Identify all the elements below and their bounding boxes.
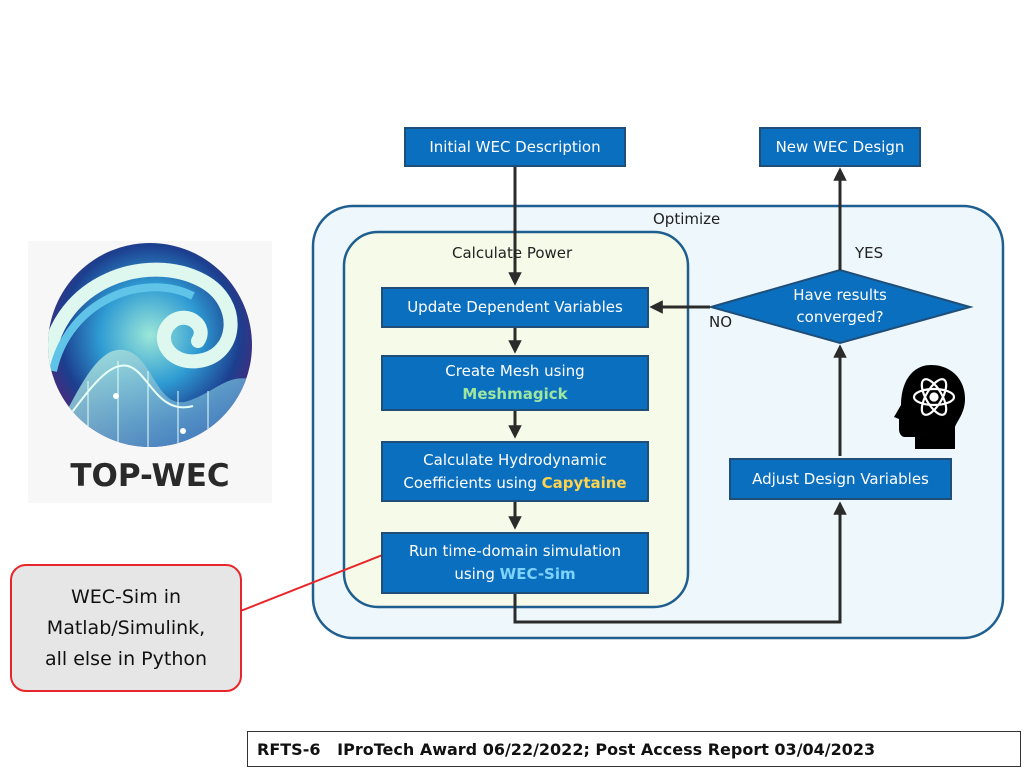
using-wec-sim-line: using WEC-Sim (454, 563, 575, 586)
adjust-design-variables-label: Adjust Design Variables (752, 469, 929, 488)
callout-pointer (237, 551, 391, 613)
calculate-hydrodynamic-box: Calculate Hydrodynamic Coefficients usin… (381, 441, 649, 502)
new-wec-design-box: New WEC Design (759, 127, 921, 167)
callout-line3: all else in Python (44, 647, 208, 670)
run-simulation-label: Run time-domain simulation (409, 542, 621, 560)
capytaine-tool-label: Capytaine (541, 473, 627, 492)
no-label: NO (709, 313, 733, 331)
update-dependent-variables-box: Update Dependent Variables (381, 287, 649, 328)
coefficients-label: Coefficients using (403, 473, 537, 492)
language-callout: WEC-Sim in Matlab/Simulink, all else in … (10, 564, 242, 692)
callout-line1: WEC-Sim in (70, 585, 182, 608)
decision-line1: Have results (793, 286, 887, 304)
initial-wec-description-label: Initial WEC Description (429, 137, 601, 156)
adjust-design-variables-box: Adjust Design Variables (729, 458, 952, 500)
initial-wec-description-box: Initial WEC Description (404, 127, 626, 167)
create-mesh-label: Create Mesh using (445, 362, 585, 380)
using-label: using (454, 565, 495, 583)
decision-text: Have results converged? (760, 284, 920, 328)
calculate-hydrodynamic-label: Calculate Hydrodynamic (423, 450, 607, 469)
calculate-power-label: Calculate Power (452, 244, 573, 262)
new-wec-design-label: New WEC Design (775, 137, 905, 156)
run-simulation-box: Run time-domain simulation using WEC-Sim (381, 532, 649, 594)
callout-line2: Matlab/Simulink, (46, 616, 206, 639)
create-mesh-box: Create Mesh using Meshmagick (381, 355, 649, 411)
logo-text: TOP-WEC (70, 458, 230, 494)
head-atom-icon (894, 365, 965, 449)
wec-sim-tool-label: WEC-Sim (499, 565, 576, 583)
update-dependent-variables-label: Update Dependent Variables (407, 298, 623, 316)
optimize-label: Optimize (653, 210, 721, 228)
converged-decision-shape (707, 268, 974, 345)
wave-logo-icon (48, 243, 252, 447)
meshmagick-tool-label: Meshmagick (462, 385, 568, 403)
arrow-run-to-adjust (513, 501, 847, 624)
footer-citation: RFTS-6 IProTech Award 06/22/2022; Post A… (247, 731, 1021, 767)
yes-label: YES (855, 244, 884, 262)
decision-line2: converged? (796, 308, 884, 326)
coefficients-line: Coefficients using Capytaine (403, 472, 626, 495)
top-wec-logo: TOP-WEC (28, 241, 272, 503)
